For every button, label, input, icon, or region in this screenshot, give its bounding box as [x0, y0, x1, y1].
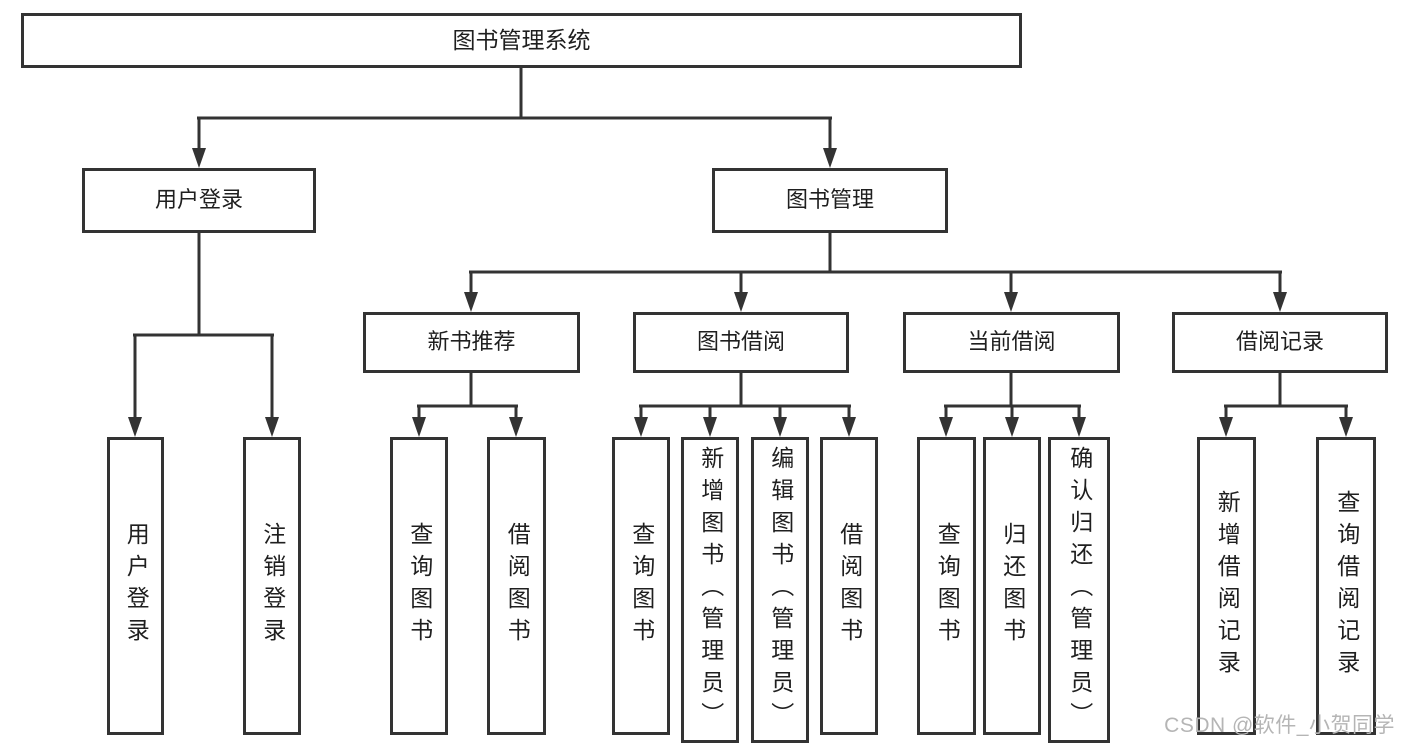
node-library-management-system: 图书管理系统	[21, 13, 1022, 68]
leaf-borrow-books-recommendation: 借阅图书	[487, 437, 546, 735]
arrowheads	[128, 148, 1353, 437]
leaf-query-books-recommendation: 查询图书	[390, 437, 448, 735]
leaf-edit-books-admin: 编辑图书（管理员）	[751, 437, 809, 743]
node-current-borrowing: 当前借阅	[903, 312, 1120, 373]
leaf-query-books-borrowing: 查询图书	[612, 437, 670, 735]
leaf-query-books-current: 查询图书	[917, 437, 976, 735]
node-book-management: 图书管理	[712, 168, 948, 233]
leaf-query-borrow-record: 查询借阅记录	[1316, 437, 1376, 735]
leaf-confirm-return-admin: 确认归还（管理员）	[1048, 437, 1110, 743]
leaf-add-books-admin: 新增图书（管理员）	[681, 437, 739, 743]
leaf-user-login: 用户登录	[107, 437, 164, 735]
node-borrowing-records: 借阅记录	[1172, 312, 1388, 373]
leaf-borrow-books-borrowing: 借阅图书	[820, 437, 878, 735]
leaf-return-books: 归还图书	[983, 437, 1041, 735]
leaf-logout: 注销登录	[243, 437, 301, 735]
watermark-csdn: CSDN @软件_小贺同学	[1164, 714, 1395, 737]
connector-group	[133, 68, 1348, 419]
node-book-borrowing: 图书借阅	[633, 312, 849, 373]
node-new-book-recommendation: 新书推荐	[363, 312, 580, 373]
leaf-add-borrow-record: 新增借阅记录	[1197, 437, 1256, 735]
node-user-login: 用户登录	[82, 168, 316, 233]
